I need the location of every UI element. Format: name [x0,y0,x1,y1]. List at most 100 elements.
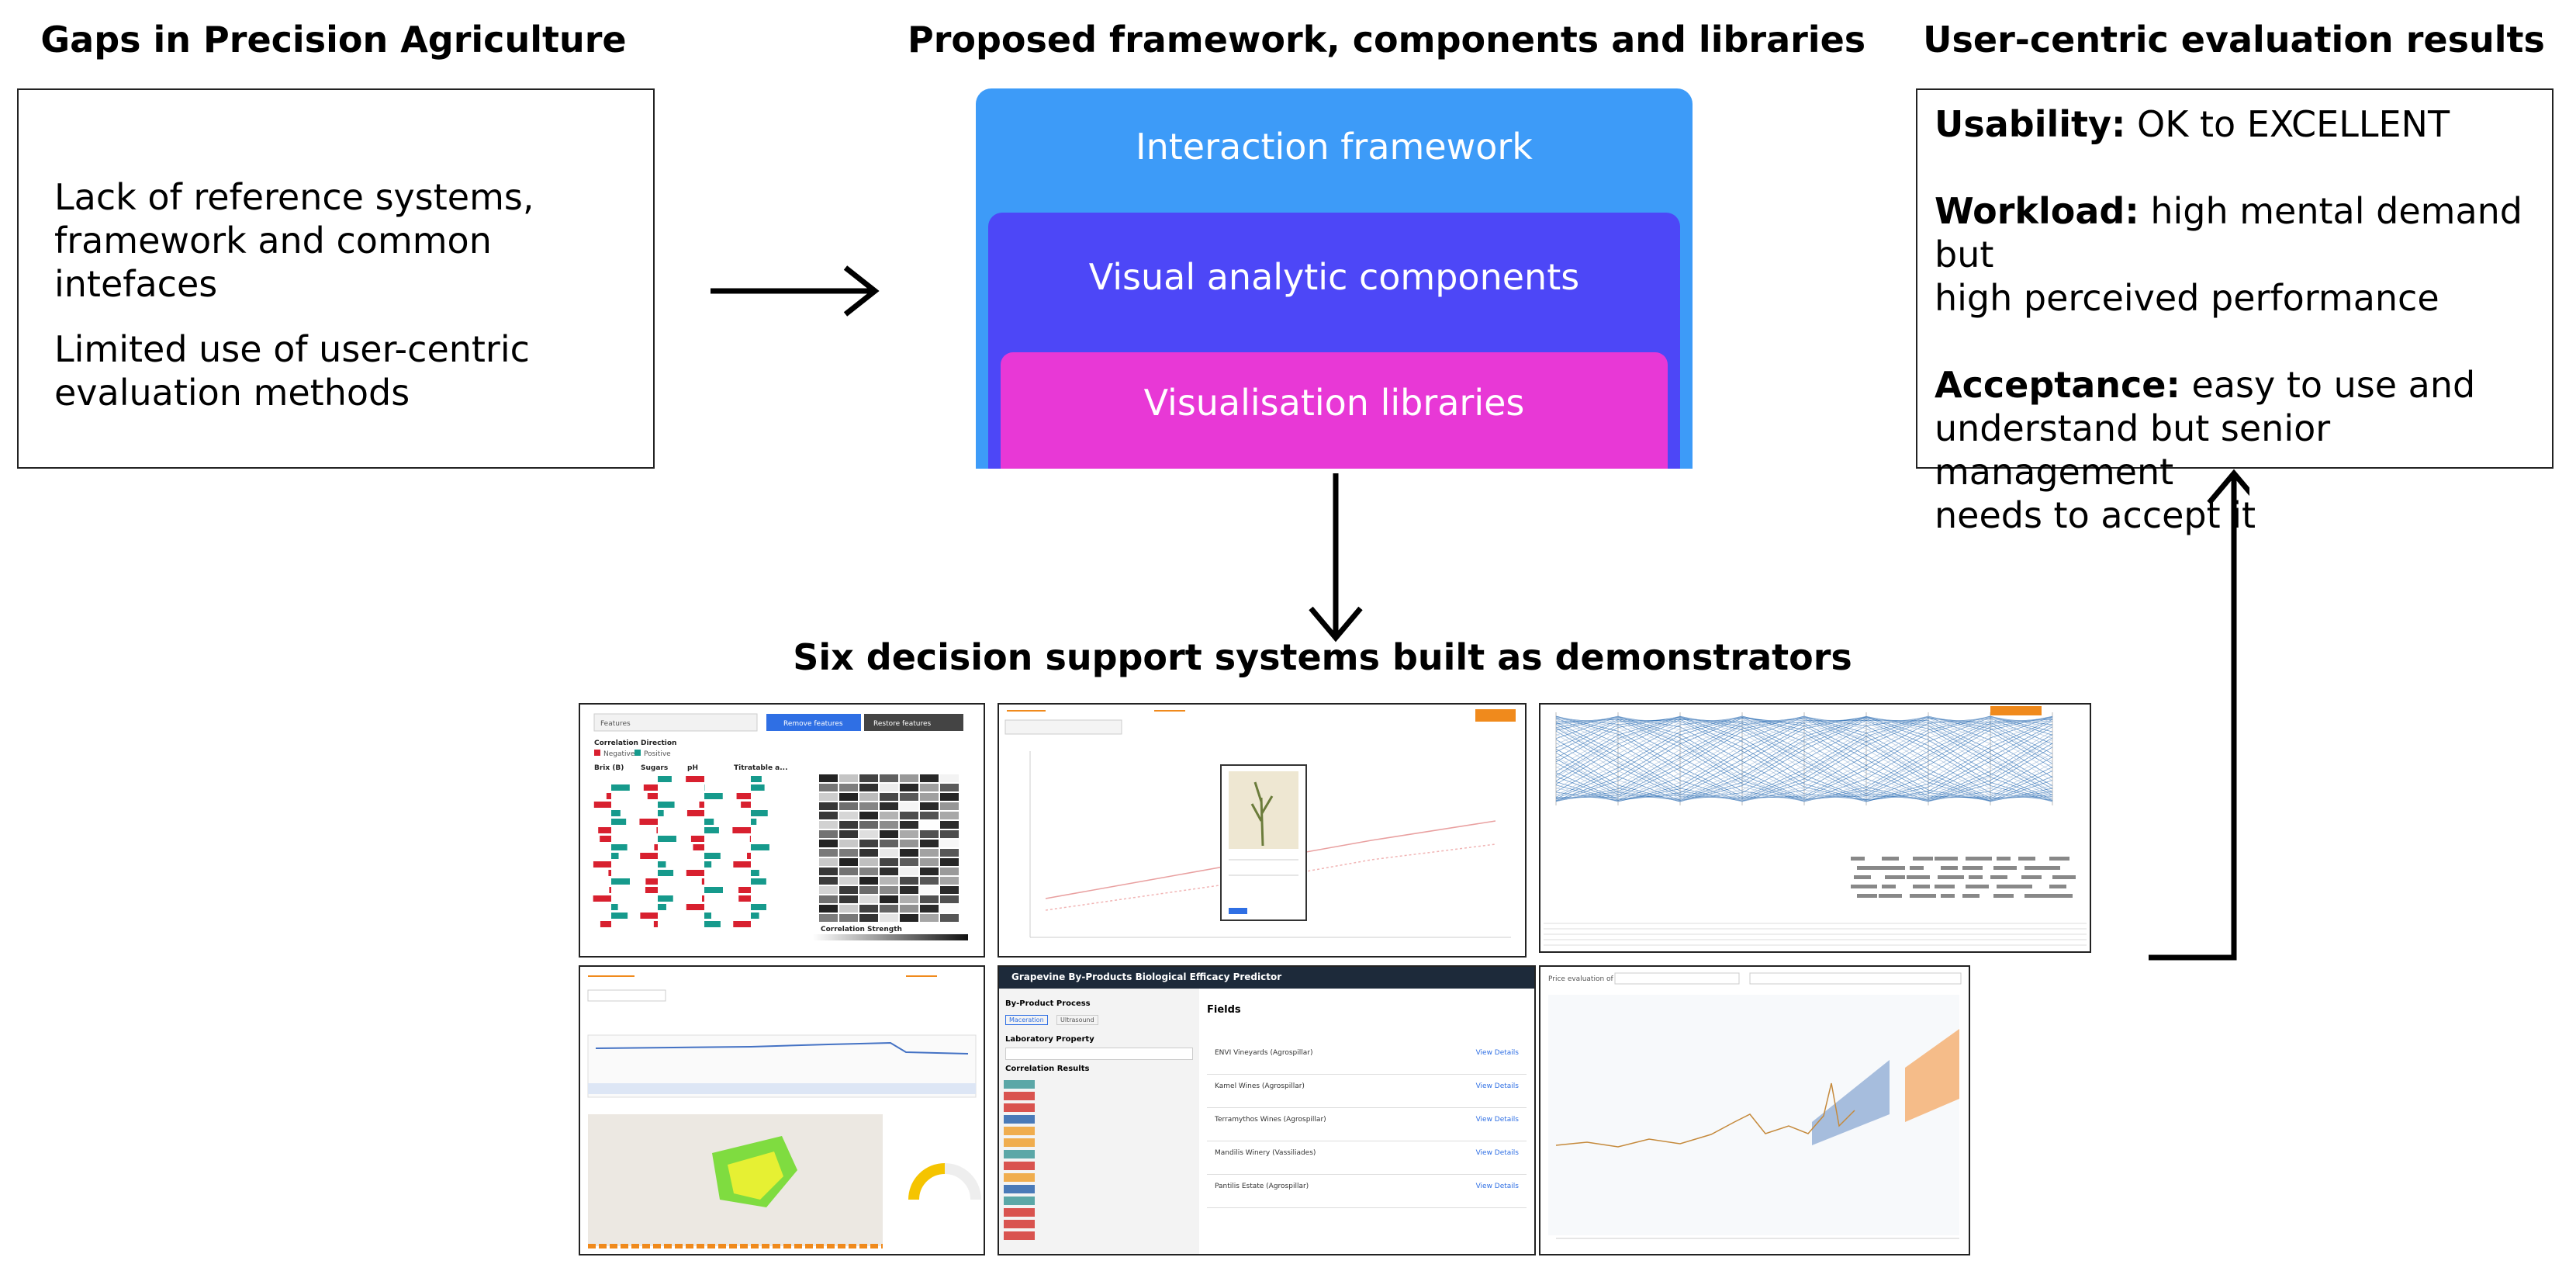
s1-heat-cell [859,821,878,829]
s3-word [1962,894,1980,898]
s2-view-details[interactable]: View Details [1475,1049,1519,1057]
s3-word [1941,866,1958,870]
s1-bar [611,819,627,825]
s2-result-bar [1004,1208,1035,1217]
s1-heat-cell [819,868,838,875]
s1-heat-cell [819,793,838,801]
s1-bar [611,904,618,910]
s1-bar [686,810,704,816]
s1-heat-cell [819,840,838,847]
s1-heat-cell [920,821,939,829]
s1-bar [747,853,751,859]
s1-heat-cell [920,905,939,913]
demo-field-map [579,965,985,1255]
s3-word [1962,866,1983,870]
s3-word [2021,875,2042,879]
s1-heat-cell [839,793,858,801]
s1-heat-cell [920,802,939,810]
s1-bar [686,776,704,782]
s2-field-name: ENVI Vineyards (Agrospillar) [1215,1049,1313,1057]
s1-heat-cell [900,802,918,810]
s3-word [1969,875,1983,879]
s1-col-label: Sugars [641,764,668,772]
s3-word [1913,857,1933,861]
s3-word [1966,857,1992,861]
s1-heat-cell [900,784,918,791]
s1-bar [658,861,666,868]
s1-legend-title: Correlation Direction [594,739,676,747]
s2-field-name: Mandilis Winery (Vassiliades) [1215,1149,1316,1157]
s1-bar [733,921,751,927]
s2-property: Laboratory Property [1005,1035,1094,1044]
s1-heat-cell [880,877,898,885]
s1-heat-cell [880,774,898,782]
s1-bar [611,853,619,859]
s3-word [1885,875,1905,879]
s3-line [1555,717,2053,802]
s1-bar [658,802,675,808]
s1-heat-cell [859,895,878,903]
s1-heat-cell [880,840,898,847]
s1-bar [600,921,611,927]
s2-view-details[interactable]: View Details [1475,1116,1519,1124]
s2-view-details[interactable]: View Details [1475,1082,1519,1090]
s1-heat-cell [900,830,918,838]
s3-word [2052,875,2076,879]
s1-heat-cell [859,858,878,866]
s2-view-details[interactable]: View Details [1475,1149,1519,1157]
s3-word [2024,866,2051,870]
s2-result-bar [1004,1080,1035,1089]
s1-bar [645,887,658,893]
usability-line: Usability: OK to EXCELLENT [1935,103,2450,145]
gap-line-2a: Limited use of user-centric [54,328,530,370]
s1-heat-cell [940,840,959,847]
s1-heat-cell [900,877,918,885]
s1-bar [704,793,723,799]
evaluation-box: Usability: OK to EXCELLENT Workload: hig… [1916,88,2554,536]
s2-view-details[interactable]: View Details [1475,1183,1519,1190]
s1-bar [686,904,704,910]
s3-line [1555,718,2053,802]
s3-word [1857,866,1880,870]
s3-word [2024,894,2048,898]
s1-heat-cell [900,793,918,801]
s3-line [1555,716,2053,801]
s1-heat-cell [859,868,878,875]
s3-word [1879,866,1905,870]
s1-bar [640,853,658,859]
s1-bar [658,836,676,842]
s1-heat-cell [819,821,838,829]
s1-heat-cell [859,914,878,922]
s1-bar [733,861,751,868]
demo-growth-chart [998,703,1527,958]
s2-field-row: Pantilis Estate (Agrospillar) View Detail… [1207,1175,1527,1208]
s3-line [1555,716,2053,801]
s2-result-bar [1004,1231,1035,1240]
s1-heat-cell [859,849,878,857]
demo-grapevine-predictor: Grapevine By-Products Biological Efficac… [998,965,1536,1255]
acceptance-line-3: needs to accept it [1935,494,2256,536]
s2-result-bar [1004,1185,1035,1193]
s1-heat-cell [940,821,959,829]
s1-heat-cell [940,895,959,903]
s1-heat-cell [839,877,858,885]
s1-bar [611,784,630,791]
framework-heading: Proposed framework, components and libra… [908,19,1866,61]
s1-heat-cell [819,830,838,838]
s1-bar [611,913,628,919]
s3-word [1910,894,1936,898]
s1-heat-cell [940,812,959,819]
s2-field-name: Pantilis Estate (Agrospillar) [1215,1183,1309,1190]
s2-result-bar [1004,1103,1035,1112]
s1-heat-cell [880,905,898,913]
s3-line [1555,716,2053,801]
s2-result-bar [1004,1138,1035,1147]
s1-heat-cell [819,784,838,791]
s3-word [2049,885,2066,888]
s3-word [2049,857,2069,861]
s3-word [1851,857,1865,861]
s3-word [1993,894,2014,898]
gap-line-1a: Lack of reference systems, [54,176,534,218]
evaluation-heading: User-centric evaluation results [1923,19,2545,61]
s2-result-bar [1004,1173,1035,1182]
